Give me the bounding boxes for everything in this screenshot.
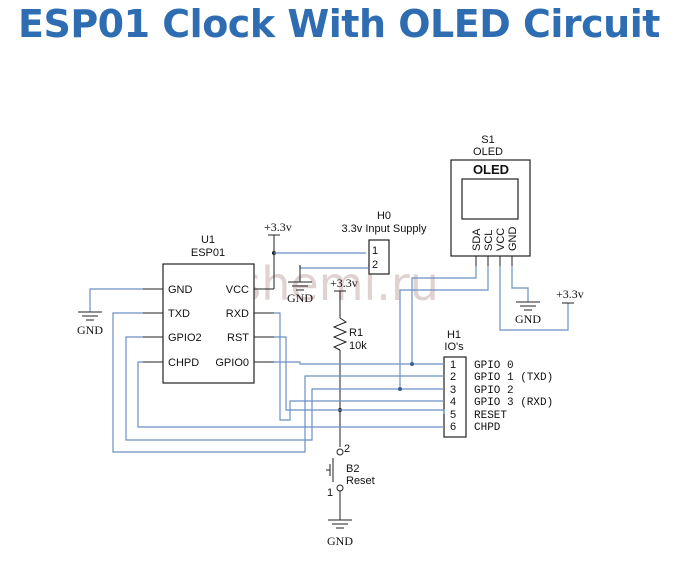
gnd-label-h0: GND <box>287 291 313 305</box>
h1-signal-gpio3-rxd: GPIO 3 (RXD) <box>474 397 553 409</box>
u1-pin-gnd: GND <box>168 284 193 296</box>
h1-signal-chpd: CHPD <box>474 422 501 434</box>
h1-pin-2: 2 <box>450 371 456 383</box>
s1-pin-scl: SCL <box>483 230 495 251</box>
h0-ref: H0 <box>377 210 391 222</box>
h1-connector-body <box>443 356 467 438</box>
s1-name: OLED <box>473 146 503 158</box>
h1-pin-3: 3 <box>450 384 456 396</box>
h1-name: IO's <box>444 341 464 353</box>
u1-esp01-body <box>162 263 255 384</box>
h1-pin-4: 4 <box>450 396 456 408</box>
gnd-label-oled: GND <box>515 312 541 326</box>
u1-right-pin-stubs <box>254 288 274 363</box>
vcc-label-u1: +3.3v <box>264 220 292 234</box>
h1-pin-6: 6 <box>450 421 456 433</box>
u1-name: ESP01 <box>191 247 225 259</box>
h1-pin-5: 5 <box>450 409 456 421</box>
gnd-label-bottom: GND <box>327 534 353 548</box>
u1-ref: U1 <box>201 234 215 246</box>
h0-name: 3.3v Input Supply <box>341 223 427 235</box>
u1-pin-vcc: VCC <box>226 284 249 296</box>
h0-gnd-symbol <box>288 265 312 291</box>
net-wires <box>112 266 489 453</box>
vcc-label-oled: +3.3v <box>556 287 584 301</box>
vcc-label-r1: +3.3v <box>330 276 358 290</box>
b2-ref: B2 <box>346 463 359 475</box>
s1-pin-gnd: GND <box>507 227 519 252</box>
u1-pin-gpio0: GPIO0 <box>215 357 249 369</box>
s1-pin-sda: SDA <box>471 228 483 251</box>
s1-display-screen <box>461 178 519 220</box>
b2-pin-2: 2 <box>344 443 350 455</box>
s1-display-label: OLED <box>473 162 509 177</box>
r1-resistor <box>332 290 348 447</box>
page-title: ESP01 Clock With OLED Circuit <box>18 2 660 46</box>
h1-ref: H1 <box>447 329 461 341</box>
s1-ref: S1 <box>481 134 494 146</box>
h1-signal-gpio0: GPIO 0 <box>474 360 514 372</box>
s1-pin-stubs <box>475 256 513 266</box>
h0-pin-2: 2 <box>372 259 378 271</box>
h0-pin-1: 1 <box>372 245 378 257</box>
s1-vcc-symbol <box>499 266 574 331</box>
u1-pin-rxd: RXD <box>226 308 249 320</box>
u1-pin-rst: RST <box>227 332 249 344</box>
h0-connector-body <box>368 239 390 275</box>
b2-reset-button <box>326 448 352 529</box>
h1-pin-1: 1 <box>450 359 456 371</box>
b2-name: Reset <box>346 475 375 487</box>
r1-ref: R1 <box>349 327 363 339</box>
u1-pin-chpd: CHPD <box>168 357 199 369</box>
r1-value: 10k <box>349 340 367 352</box>
b2-pin-1: 1 <box>327 487 333 499</box>
h1-signal-gpio1-txd: GPIO 1 (TXD) <box>474 372 553 384</box>
u1-pin-gpio2: GPIO2 <box>168 332 202 344</box>
s1-gnd-symbol <box>511 266 540 311</box>
u1-left-pin-stubs <box>143 288 163 363</box>
h1-signal-reset: RESET <box>474 410 507 422</box>
h1-signal-gpio2: GPIO 2 <box>474 385 514 397</box>
u1-pin-txd: TXD <box>168 308 190 320</box>
u1-gnd-symbol <box>78 288 143 321</box>
gnd-label-left: GND <box>77 323 103 337</box>
vcc-symbol-u1 <box>268 234 366 289</box>
s1-pin-vcc: VCC <box>495 228 507 251</box>
